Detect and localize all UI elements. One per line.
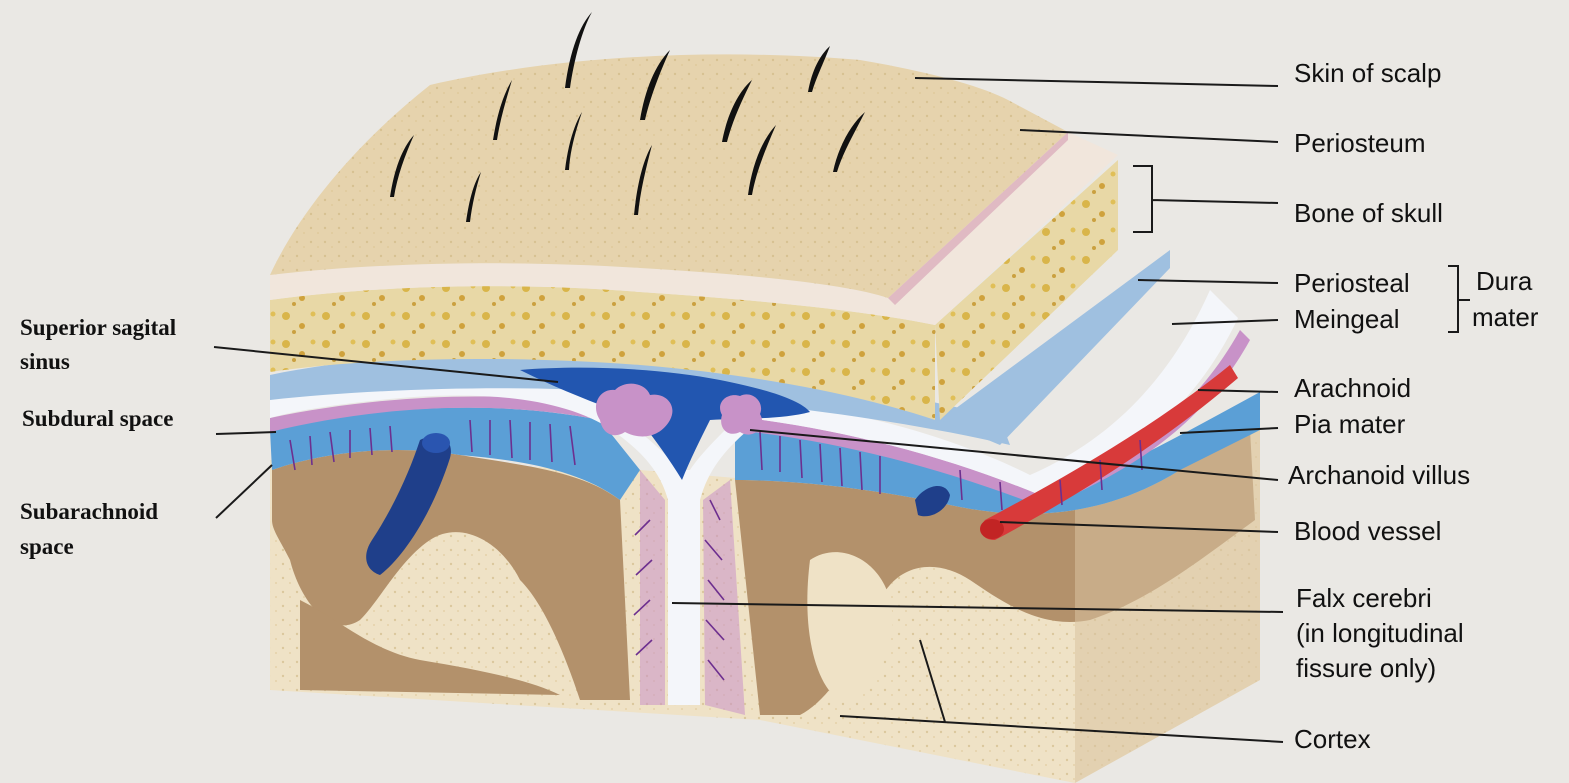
- label-sinus-line1: Superior sagital: [20, 315, 176, 340]
- label-falx-line1: Falx cerebri: [1296, 583, 1432, 613]
- label-skin-of-scalp: Skin of scalp: [1294, 58, 1441, 88]
- label-arachnoid: Arachnoid: [1294, 373, 1411, 403]
- label-blood-vessel: Blood vessel: [1294, 516, 1441, 546]
- label-subarachnoid-line1: Subarachnoid: [20, 499, 158, 524]
- label-arachnoid-villus: Archanoid villus: [1288, 460, 1470, 490]
- label-falx-line3: fissure only): [1296, 653, 1436, 683]
- right-labels: Skin of scalp Periosteum Bone of skull P…: [1288, 58, 1539, 754]
- label-cortex: Cortex: [1294, 724, 1371, 754]
- label-mater: mater: [1472, 302, 1539, 332]
- label-subdural-space: Subdural space: [22, 406, 173, 431]
- label-subarachnoid-line2: space: [20, 534, 74, 559]
- label-periosteum: Periosteum: [1294, 128, 1426, 158]
- label-pia-mater: Pia mater: [1294, 409, 1406, 439]
- label-bone-of-skull: Bone of skull: [1294, 198, 1443, 228]
- left-labels: Superior sagital sinus Subdural space Su…: [20, 315, 176, 559]
- label-sinus-line2: sinus: [20, 349, 70, 374]
- label-falx-line2: (in longitudinal: [1296, 618, 1464, 648]
- label-dura: Dura: [1476, 266, 1533, 296]
- label-meningeal: Meingeal: [1294, 304, 1400, 334]
- tissue-block: [270, 12, 1260, 783]
- label-periosteal: Periosteal: [1294, 268, 1410, 298]
- arachnoid-villus-right: [720, 394, 762, 434]
